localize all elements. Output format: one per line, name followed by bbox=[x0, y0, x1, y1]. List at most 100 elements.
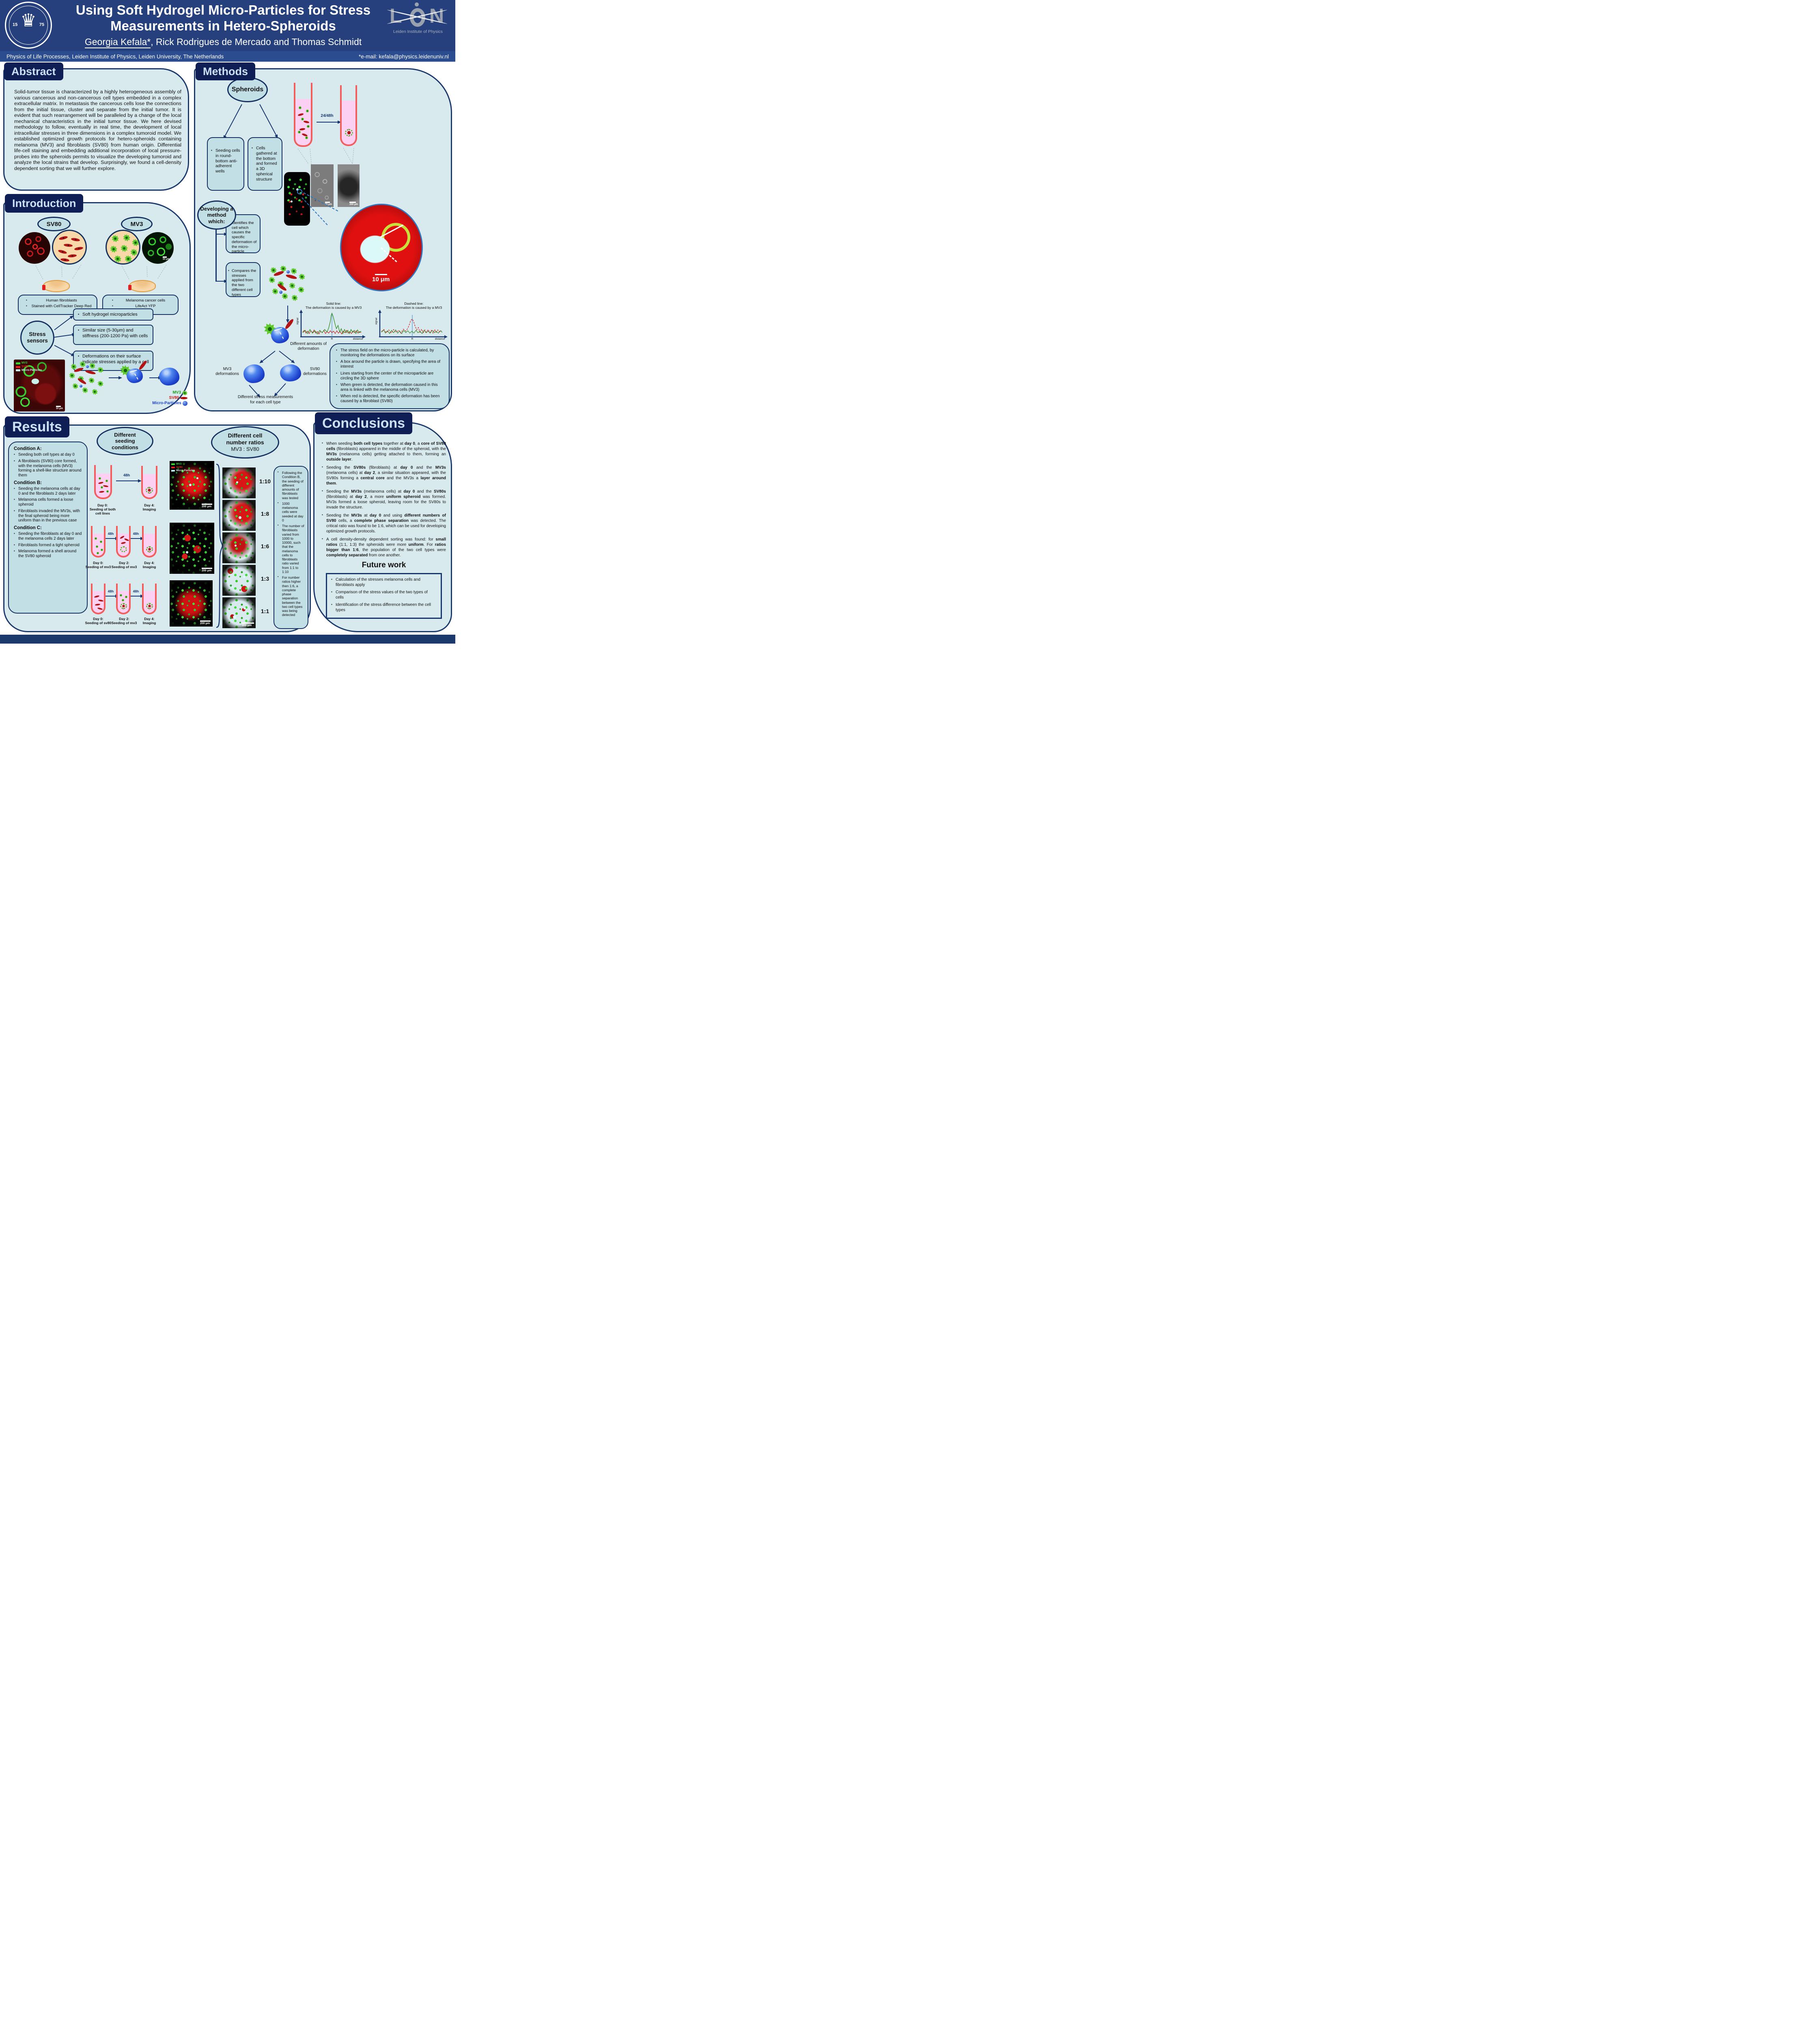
compares-box: Compares the stresses applied from the t… bbox=[226, 262, 261, 297]
micro-chip-icon bbox=[16, 369, 20, 372]
scale-bar-icon bbox=[56, 406, 61, 407]
spheroid-cluster-icon bbox=[146, 487, 153, 493]
vignette bbox=[170, 523, 214, 574]
hetero-spheroid-image: MV3 SV80 Micro-Particles 10 μm bbox=[14, 360, 65, 411]
condition-c-title: Condition C: bbox=[14, 526, 42, 530]
sv80-label: SV80 bbox=[37, 217, 71, 231]
compares-text: Compares the stresses applied from the t… bbox=[228, 269, 257, 297]
mv3-cell-icon bbox=[298, 286, 304, 293]
microparticle-dot-icon bbox=[233, 615, 237, 619]
arrow-icon bbox=[106, 594, 119, 598]
ratio-label: 1:1 bbox=[261, 608, 269, 614]
ratio-label: 1:3 bbox=[261, 575, 269, 582]
well-tube bbox=[142, 584, 157, 614]
sv80-cell-icon bbox=[71, 237, 80, 242]
mv3-cell-icon bbox=[291, 295, 298, 301]
svg-text:signal: signal bbox=[296, 317, 299, 325]
co-authors: , Rick Rodrigues de Mercado and Thomas S… bbox=[151, 37, 362, 47]
sv80-cell-icon bbox=[97, 607, 103, 610]
sv80-fluorescence-image bbox=[19, 232, 50, 264]
arrow-icon bbox=[149, 376, 162, 379]
mv3-cell-icon bbox=[112, 235, 119, 242]
condition-a-item: A fibroblasts (SV80) core formed, with t… bbox=[14, 459, 82, 478]
conclusion-item: A cell density-density dependent sorting… bbox=[322, 537, 446, 558]
svg-text:R: R bbox=[411, 338, 414, 340]
sensor-box-2: Similar size (5-30μm) and stiffness (200… bbox=[73, 325, 153, 345]
well-tube-spheroid bbox=[340, 85, 357, 146]
lion-letter-n: N bbox=[429, 4, 444, 27]
section-title-conclusions: Conclusions bbox=[315, 412, 413, 434]
scale-bar-icon bbox=[242, 622, 254, 624]
svg-text:Solid line:: Solid line: bbox=[326, 302, 341, 306]
mv3-cell-icon bbox=[106, 480, 108, 482]
microparticle-icon bbox=[127, 368, 143, 383]
future-work-item: Comparison of the stress values of the t… bbox=[331, 590, 437, 600]
vignette bbox=[222, 565, 256, 596]
legend-mv3: MV3 bbox=[172, 390, 181, 395]
ratio-notes-box: Following the Condition B, the seeding o… bbox=[274, 466, 308, 629]
mv3-cell-icon bbox=[305, 136, 308, 139]
email-text: *e-mail: kefala@physics.leidenuniv.nl bbox=[358, 53, 449, 60]
scale-bar-icon bbox=[325, 202, 330, 203]
sv80-info: Stained with CellTracker Deep Red bbox=[26, 304, 93, 309]
microparticle-dot-icon bbox=[196, 477, 198, 479]
legend-micro: Micro-Particles bbox=[152, 401, 181, 405]
seal-year-right: 75 bbox=[39, 22, 44, 27]
scale-label: 10 μm bbox=[372, 276, 390, 283]
mv3-cell-icon bbox=[99, 477, 101, 480]
mv3-deformations-label: MV3 deformations bbox=[215, 367, 239, 376]
mv3-cell-icon bbox=[269, 277, 275, 283]
mv3-fluorescence-image: 10 μm bbox=[142, 232, 174, 264]
mv3-cell-icon bbox=[82, 387, 88, 393]
lion-dot-icon bbox=[415, 2, 419, 6]
ratio-note: Following the Condition B, the seeding o… bbox=[278, 471, 304, 500]
vignette bbox=[170, 580, 213, 627]
brightfield-cells-image: 20 μm bbox=[311, 164, 334, 207]
microparticle-dot-icon bbox=[236, 481, 238, 483]
mv3-cell-icon bbox=[120, 594, 122, 597]
condition-c-item: Melanoma formed a shell around the SV80 … bbox=[14, 549, 82, 559]
ratio-label: 1:8 bbox=[261, 510, 269, 517]
vignette bbox=[222, 532, 256, 563]
ratio-image-1-8 bbox=[222, 500, 256, 531]
mv3-info: Melanoma cancer cells bbox=[112, 298, 174, 303]
future-work-item: Calculation of the stresses melanoma cel… bbox=[331, 577, 437, 588]
sv80-cell-icon bbox=[303, 120, 310, 123]
seal-figure-icon: ♛ bbox=[20, 11, 37, 30]
analysis-step: The stress field on the micro-particle i… bbox=[336, 348, 443, 358]
conclusion-item: Seeding the MV3s at day 0 and using diff… bbox=[322, 513, 446, 534]
incubation-time-label: 24/48h bbox=[321, 114, 334, 118]
sv80-cell-icon bbox=[58, 235, 68, 241]
authors: Georgia Kefala*, Rick Rodrigues de Merca… bbox=[61, 37, 386, 48]
section-title-introduction: Introduction bbox=[5, 194, 84, 213]
mv3-cell-icon bbox=[272, 288, 278, 295]
microparticle-icon bbox=[183, 401, 187, 406]
scale-bar-icon bbox=[162, 256, 167, 258]
sv80-cell-icon bbox=[99, 491, 105, 493]
scale-bar-icon bbox=[200, 620, 211, 622]
lion-logo: L N Leiden Institute of Physics bbox=[386, 2, 450, 48]
sv80-cell-icon bbox=[63, 243, 73, 248]
mv3-cell-icon bbox=[71, 364, 77, 370]
sv80-cell-icon bbox=[95, 603, 101, 606]
microparticle-dot-icon bbox=[239, 516, 241, 519]
row-b-label-1: Day 0:Seeding of mv3 bbox=[85, 561, 111, 569]
mv3-cell-icon bbox=[101, 486, 103, 489]
legend-sv80: SV80 bbox=[22, 365, 29, 368]
conditions-box: Condition A: Seeding both cell types at … bbox=[8, 442, 88, 614]
conclusions-panel: When seeding both cell types together at… bbox=[313, 422, 452, 632]
sv80-cell-icon bbox=[302, 133, 308, 137]
mv3-cell-icon bbox=[121, 245, 128, 252]
sv80-cell-icon bbox=[60, 258, 70, 262]
condition-a-image: MV3 SV80 Micro-Particles 200 μm bbox=[170, 461, 214, 510]
ratio-image-1-6 bbox=[222, 532, 256, 563]
deformed-particle-icon bbox=[243, 364, 265, 383]
microparticle-dot-icon bbox=[291, 200, 293, 202]
zoom-annotation-circle-icon bbox=[297, 189, 302, 194]
mv3-cell-icon bbox=[299, 106, 302, 109]
time-label: 48h bbox=[123, 473, 130, 478]
mv3-cluster-icon bbox=[120, 546, 127, 552]
sensor-text: Similar size (5-30μm) and stiffness (200… bbox=[78, 328, 149, 339]
spheroid-fluorescence-image bbox=[284, 172, 310, 226]
university-seal-icon: ♛ 15 75 bbox=[5, 2, 52, 49]
